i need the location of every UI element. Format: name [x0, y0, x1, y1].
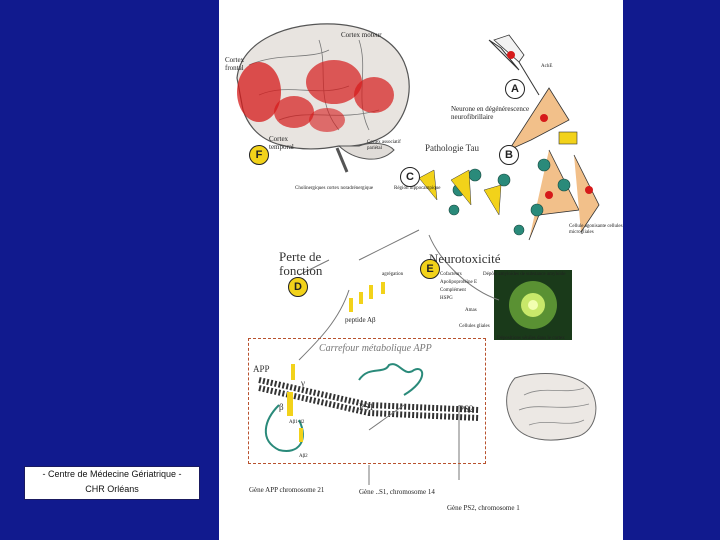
- credit-box: - Centre de Médecine Gériatrique - CHR O…: [24, 466, 200, 500]
- letter-c: C: [400, 167, 420, 187]
- atrophic-brain: [506, 373, 597, 441]
- label-gamma: γ: [301, 378, 305, 388]
- label-cholinergiques: Cholinergiques cortex noradrénergique: [295, 186, 374, 191]
- pathway-arrows: [298, 229, 500, 485]
- peptide-fragments: [349, 282, 385, 312]
- neuron-sequence: [418, 34, 600, 241]
- label-ache: AchE: [541, 64, 553, 69]
- label-neurotoxicite: Neurotoxicité: [429, 251, 501, 266]
- credit-line-1: - Centre de Médecine Gériatrique -: [42, 469, 182, 479]
- label-ps1: PS1: [359, 402, 374, 412]
- label-gene-ps2: Gène PS2, chromosome 1: [447, 504, 520, 512]
- letter-e: E: [420, 259, 440, 279]
- label-gene-app: Gène APP chromosome 21: [249, 486, 325, 494]
- label-plaque: Dépôts amyloïdes de substance amyloïde: [483, 272, 566, 277]
- label-collection: Cellule agonisante cellules microgliales: [569, 224, 623, 235]
- label-perte-fonction: Perte de fonction: [279, 249, 323, 278]
- label-app: APP: [253, 364, 270, 374]
- plaque-micrograph: [494, 270, 572, 340]
- label-amas: Amas: [465, 308, 477, 313]
- letter-f: F: [249, 145, 269, 165]
- letter-a: A: [505, 79, 525, 99]
- label-cortex-associatif: Cortex associatif pariétal: [367, 140, 401, 151]
- membrane-illustration: [258, 363, 480, 452]
- label-aa: Aβ1-42: [289, 420, 305, 425]
- label-neurone-degen: Neurone en dégénérescence neurofibrillai…: [451, 105, 530, 121]
- metabolic-junction-box: Carrefour métabolique APP: [248, 338, 486, 464]
- label-cortex-frontal: Cortex frontal: [225, 56, 245, 72]
- label-depositions: Dépositions séniles dans le cortex: [497, 336, 565, 341]
- credit-line-2: CHR Orléans: [85, 484, 139, 494]
- label-cortex-temporal: Cortex temporal: [269, 135, 294, 151]
- label-hippocampe: Région hippocampique: [394, 186, 441, 191]
- label-peptide: peptide Aβ: [345, 316, 376, 324]
- label-ab2: Aβ2: [299, 454, 308, 459]
- label-carrefour: Carrefour métabolique APP: [319, 343, 432, 354]
- label-cortex-moteur: Cortex moteur: [341, 31, 382, 39]
- letter-b: B: [499, 145, 519, 165]
- label-pathologie-tau: Pathologie Tau: [425, 143, 479, 153]
- label-beta: β: [279, 402, 284, 412]
- label-hspg: HSPG: [440, 296, 453, 301]
- diagram-panel: Cortex moteur Cortex frontal Cortex temp…: [219, 0, 623, 540]
- label-complement: Complément: [440, 288, 466, 293]
- label-gene-s1: Gène ..S1, chromosome 14: [359, 488, 435, 496]
- label-cofacteurs: Cofacteurs: [440, 272, 462, 277]
- diagram-graphics: [236, 23, 600, 485]
- label-apolipo: Apolipoprotéine E: [440, 280, 478, 285]
- letter-d: D: [288, 277, 308, 297]
- label-ps2: PS2: [459, 404, 474, 414]
- brain-illustration: [236, 23, 410, 173]
- label-agregation: agrégation: [382, 272, 404, 277]
- label-cellules-gliales: Cellules gliales: [459, 324, 490, 329]
